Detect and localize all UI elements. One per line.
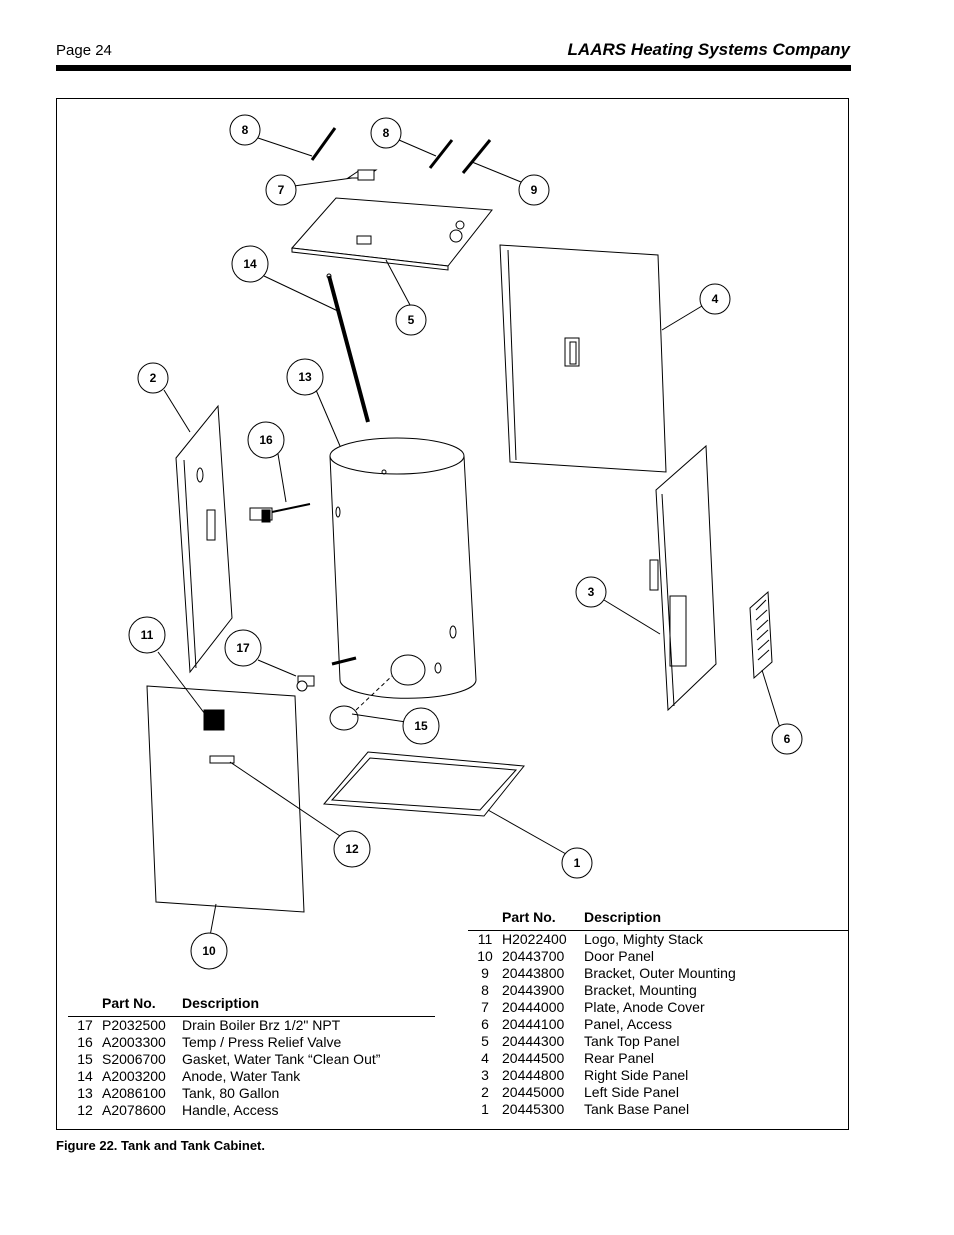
svg-text:12: 12	[345, 842, 359, 856]
svg-text:13: 13	[298, 370, 312, 384]
callout-5: 5	[395, 304, 427, 336]
callout-10: 10	[190, 932, 228, 970]
svg-text:6: 6	[784, 732, 791, 746]
rear-panel	[499, 244, 667, 473]
anode-cover-plate	[346, 169, 378, 181]
right-side-panel	[649, 444, 717, 712]
tank-top-panel	[290, 197, 493, 271]
table-header: Part No. Description	[68, 994, 435, 1017]
callout-13: 13	[286, 358, 324, 396]
callout-11: 11	[128, 616, 166, 654]
svg-text:17: 17	[236, 641, 250, 655]
svg-text:14: 14	[243, 257, 257, 271]
svg-text:8: 8	[383, 126, 390, 140]
door-panel	[146, 685, 305, 913]
col-description: Description	[584, 909, 662, 925]
callout-8b: 8	[370, 117, 402, 149]
access-panel	[749, 590, 773, 680]
anode-rod	[326, 273, 370, 423]
leader-lines	[157, 137, 781, 937]
svg-text:10: 10	[202, 944, 216, 958]
svg-text:3: 3	[588, 585, 595, 599]
company-name: LAARS Heating Systems Company	[567, 40, 850, 59]
clean-out-gasket	[329, 675, 393, 731]
svg-text:15: 15	[414, 719, 428, 733]
drain-valve	[296, 656, 357, 692]
callout-9: 9	[518, 174, 550, 206]
callout-12: 12	[333, 830, 371, 868]
svg-text:2: 2	[150, 371, 157, 385]
col-part-no: Part No.	[502, 909, 556, 925]
left-side-panel	[175, 404, 233, 674]
mounting-bracket-right	[428, 139, 454, 169]
relief-valve	[249, 503, 311, 523]
col-part-no: Part No.	[102, 995, 156, 1011]
outer-mounting-bracket	[461, 139, 492, 174]
water-tank	[329, 437, 477, 699]
svg-text:16: 16	[259, 433, 273, 447]
svg-text:5: 5	[408, 313, 415, 327]
svg-text:8: 8	[242, 123, 249, 137]
callout-7: 7	[265, 174, 297, 206]
page-number: Page 24	[56, 42, 112, 59]
callout-2: 2	[137, 362, 169, 394]
callout-8a: 8	[229, 114, 261, 146]
callout-6: 6	[771, 723, 803, 755]
callout-14: 14	[231, 245, 269, 283]
tank-base-panel	[322, 751, 525, 817]
callout-1: 1	[561, 847, 593, 879]
mounting-bracket-left	[310, 127, 337, 161]
figure-frame	[56, 98, 849, 1130]
svg-text:4: 4	[712, 292, 719, 306]
header-rule	[56, 65, 851, 71]
callout-17: 17	[224, 629, 262, 667]
svg-text:11: 11	[141, 628, 154, 642]
table-header: Part No. Description	[468, 908, 849, 931]
callout-3: 3	[575, 576, 607, 608]
svg-text:7: 7	[278, 183, 285, 197]
callout-bubbles: 1 2 3 4 5 6 7 8 8 9 10 11 12 13 14 15 16…	[128, 114, 803, 970]
callout-4: 4	[699, 283, 731, 315]
col-description: Description	[182, 995, 260, 1011]
callout-16: 16	[247, 421, 285, 459]
svg-text:9: 9	[531, 183, 538, 197]
callout-15: 15	[402, 707, 440, 745]
svg-text:1: 1	[574, 856, 581, 870]
figure-caption: Figure 22. Tank and Tank Cabinet.	[56, 1138, 266, 1153]
